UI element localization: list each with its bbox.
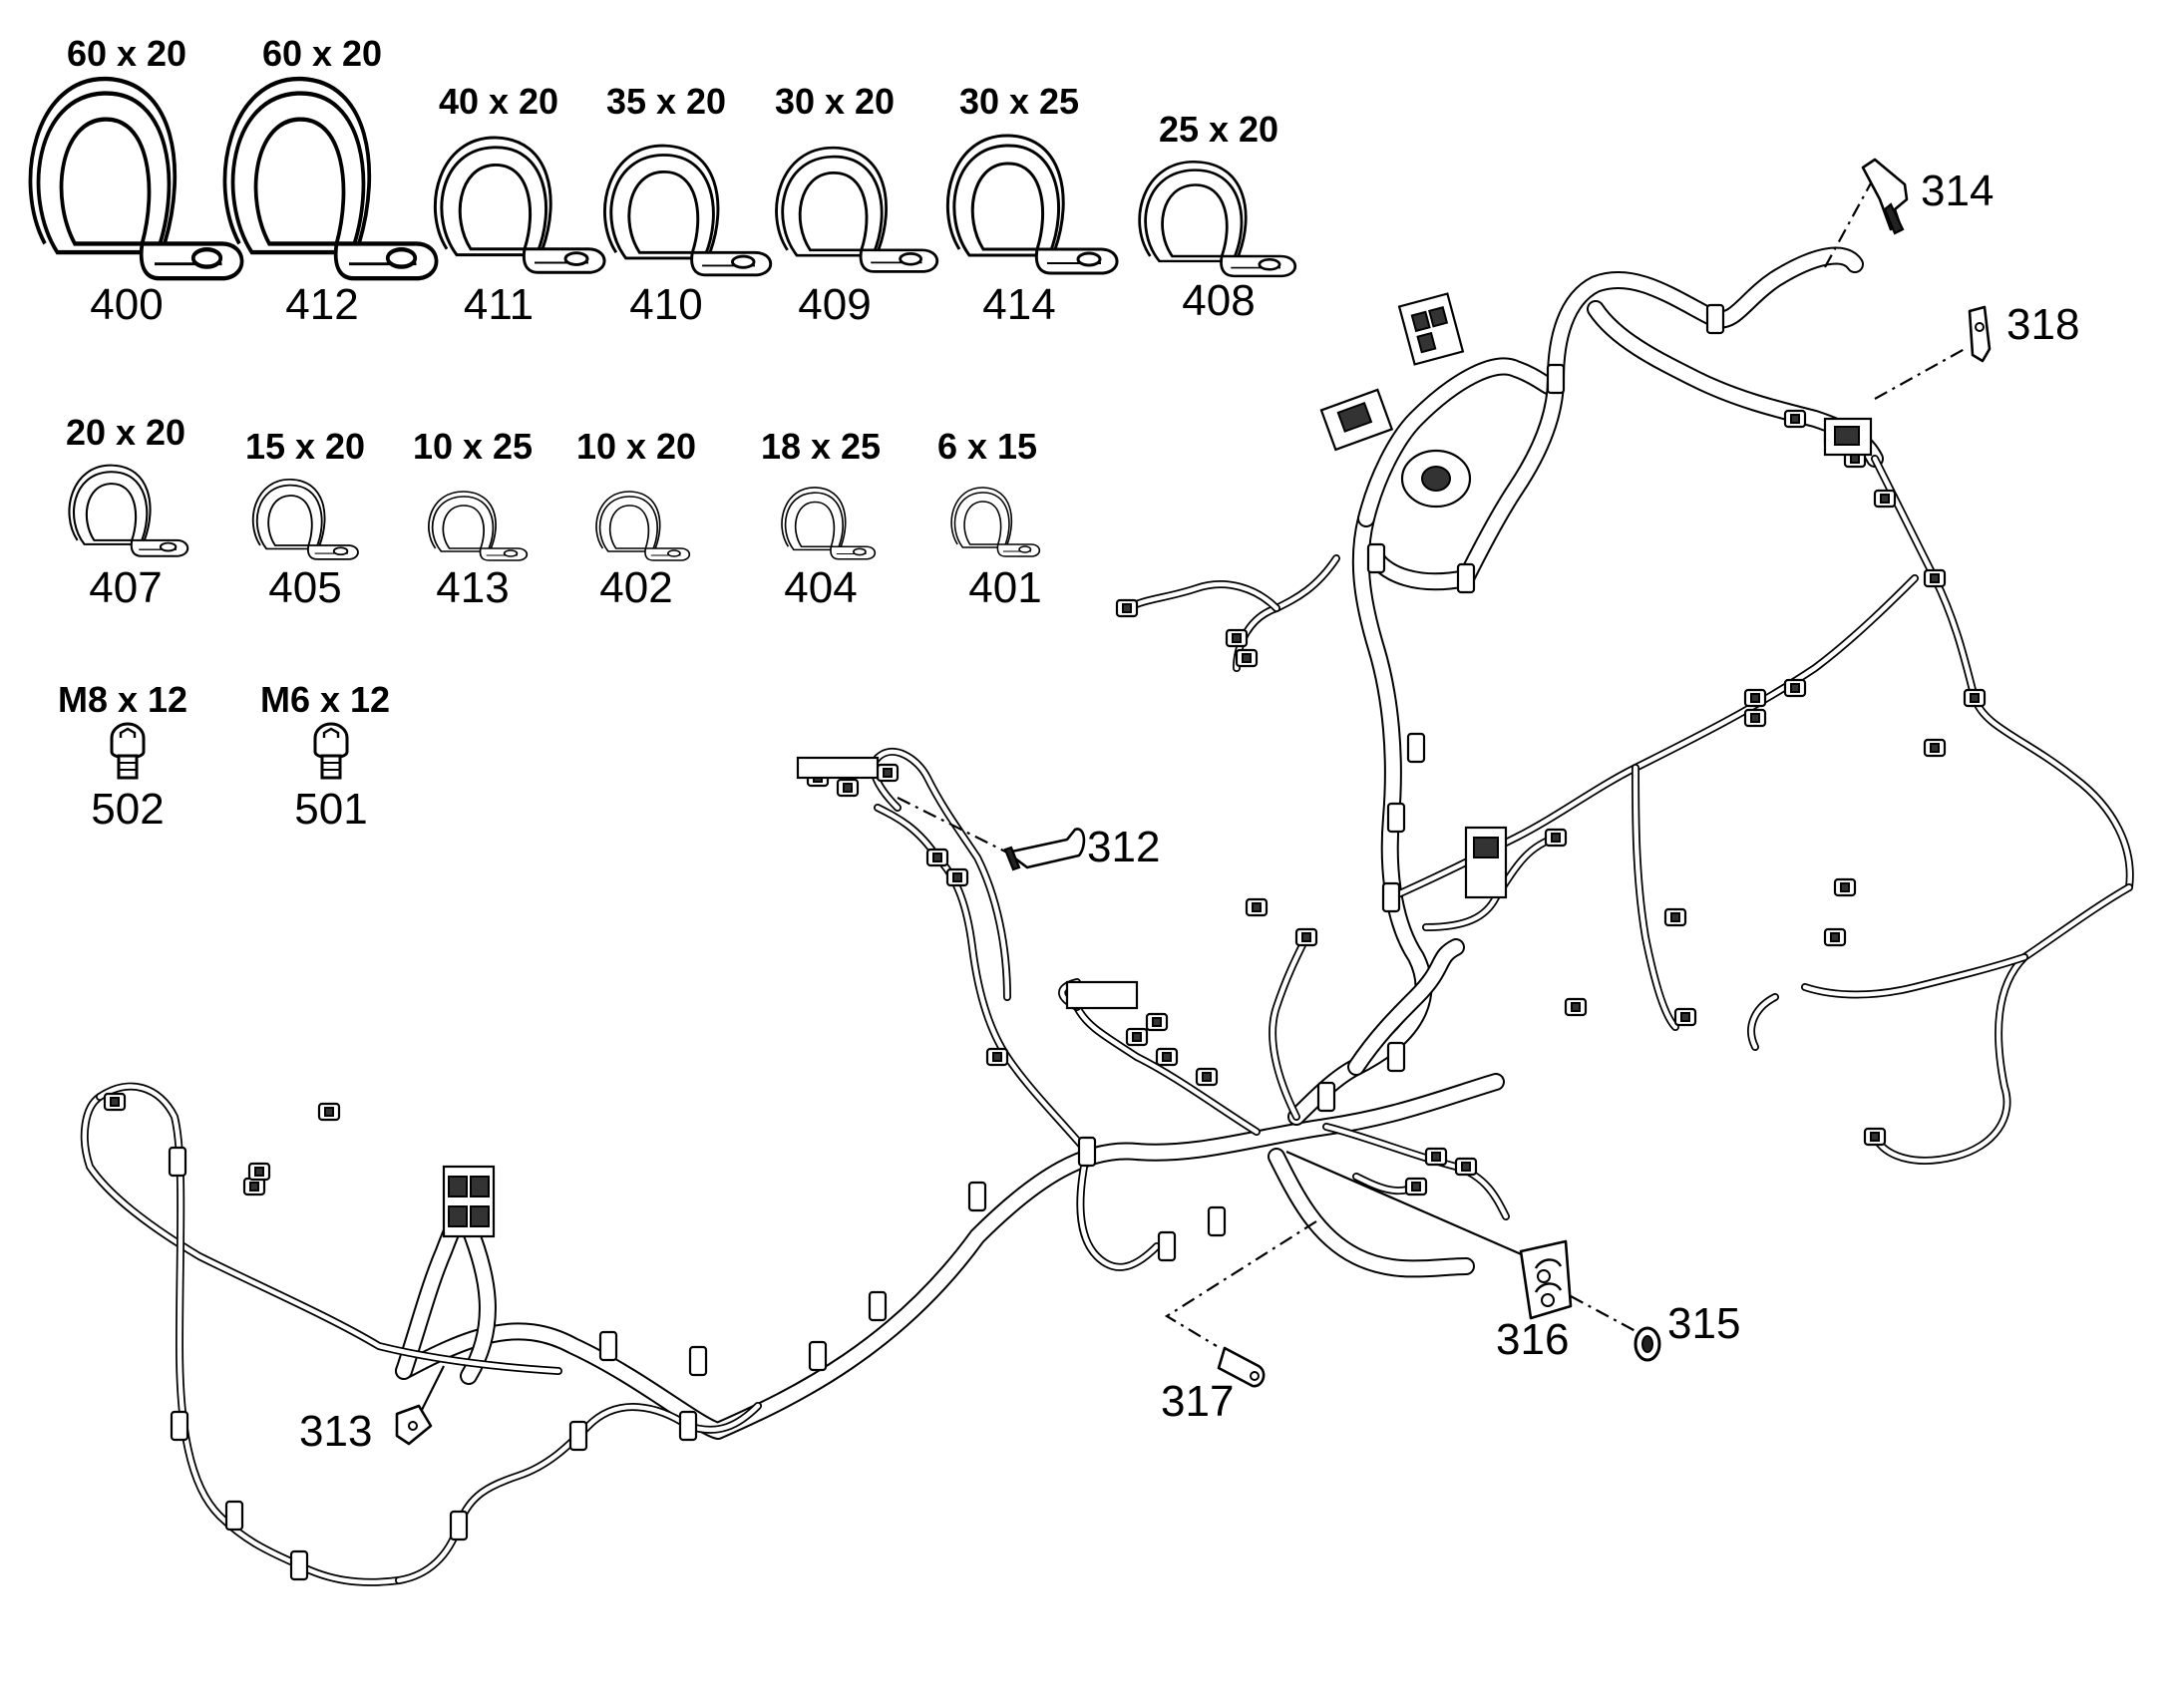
- screw-size-label: M6 x 12: [260, 679, 390, 720]
- p-clamp-icon: [945, 134, 1119, 275]
- part-number: 409: [798, 280, 871, 329]
- clamp-size-label: 30 x 25: [959, 81, 1079, 122]
- callout-316: 316: [1496, 1315, 1569, 1364]
- screw-size-label: M8 x 12: [58, 679, 187, 720]
- screw-icon: [313, 722, 349, 780]
- part-317-pin: 317: [1161, 1220, 1317, 1426]
- clamp-size-label: 35 x 20: [606, 81, 726, 122]
- part-number: 408: [1182, 276, 1255, 325]
- part-number: 404: [784, 563, 857, 612]
- clamp-size-label: 40 x 20: [439, 81, 558, 122]
- part-number: 411: [464, 280, 534, 329]
- p-clamp-icon: [251, 478, 359, 560]
- part-number: 501: [294, 785, 367, 834]
- part-number: 413: [436, 563, 509, 612]
- part-314-bracket: 314: [1824, 158, 1994, 268]
- p-clamp-icon: [433, 136, 606, 274]
- clamp-size-label: 60 x 20: [262, 33, 382, 74]
- p-clamp-icon: [950, 487, 1041, 557]
- clamp-size-label: 10 x 20: [576, 426, 696, 467]
- clamp-size-label: 60 x 20: [67, 33, 186, 74]
- callout-315: 315: [1667, 1299, 1740, 1348]
- part-312-bracket: 312: [897, 797, 1160, 871]
- callout-312: 312: [1087, 823, 1160, 871]
- clamp-row-2: 20 x 20 407 15 x 20 405 10 x 25 413 10 x…: [66, 412, 1042, 612]
- part-number: 410: [629, 280, 702, 329]
- clamp-row-1: 60 x 20 400 60 x 20 412 40 x 20 411 35 x…: [30, 33, 1297, 329]
- screw-row: M8 x 12 502 M6 x 12 501: [58, 679, 390, 834]
- part-number: 412: [285, 280, 358, 329]
- part-number: 405: [268, 563, 341, 612]
- part-number: 402: [599, 563, 672, 612]
- part-316-plate: 316: [1285, 1150, 1573, 1364]
- harness-connector-blocks: [442, 292, 1873, 1238]
- part-315-grommet: 315: [1570, 1295, 1740, 1362]
- part-318-bracket: 318: [1874, 300, 2079, 400]
- clamp-size-label: 30 x 20: [775, 81, 895, 122]
- harness-connectors: [103, 303, 1987, 1581]
- p-clamp-icon: [30, 79, 241, 278]
- part-number: 414: [982, 280, 1055, 329]
- part-number: 502: [91, 785, 164, 834]
- clamp-size-label: 18 x 25: [761, 426, 881, 467]
- p-clamp-icon: [781, 487, 877, 560]
- callout-318: 318: [2006, 300, 2079, 349]
- harness-branch-wires: [80, 455, 2134, 1586]
- p-clamp-icon: [595, 491, 691, 561]
- p-clamp-icon: [224, 79, 436, 278]
- wiring-harness: [395, 246, 1884, 1440]
- callout-317: 317: [1161, 1377, 1234, 1426]
- p-clamp-icon: [775, 146, 939, 273]
- p-clamp-icon: [68, 464, 189, 557]
- p-clamp-icon: [1138, 160, 1297, 278]
- part-number: 401: [968, 563, 1041, 612]
- part-number: 400: [90, 280, 163, 329]
- p-clamp-icon: [428, 491, 529, 561]
- clamp-size-label: 25 x 20: [1159, 109, 1278, 150]
- clamp-size-label: 20 x 20: [66, 412, 185, 453]
- callout-313: 313: [299, 1407, 372, 1456]
- part-313-bracket: 313: [299, 1365, 445, 1456]
- p-clamp-icon: [602, 144, 773, 277]
- clamp-size-label: 15 x 20: [245, 426, 365, 467]
- callout-314: 314: [1921, 167, 1994, 215]
- screw-icon: [110, 722, 146, 780]
- clamp-size-label: 10 x 25: [413, 426, 533, 467]
- part-number: 407: [89, 563, 162, 612]
- clamp-size-label: 6 x 15: [937, 426, 1037, 467]
